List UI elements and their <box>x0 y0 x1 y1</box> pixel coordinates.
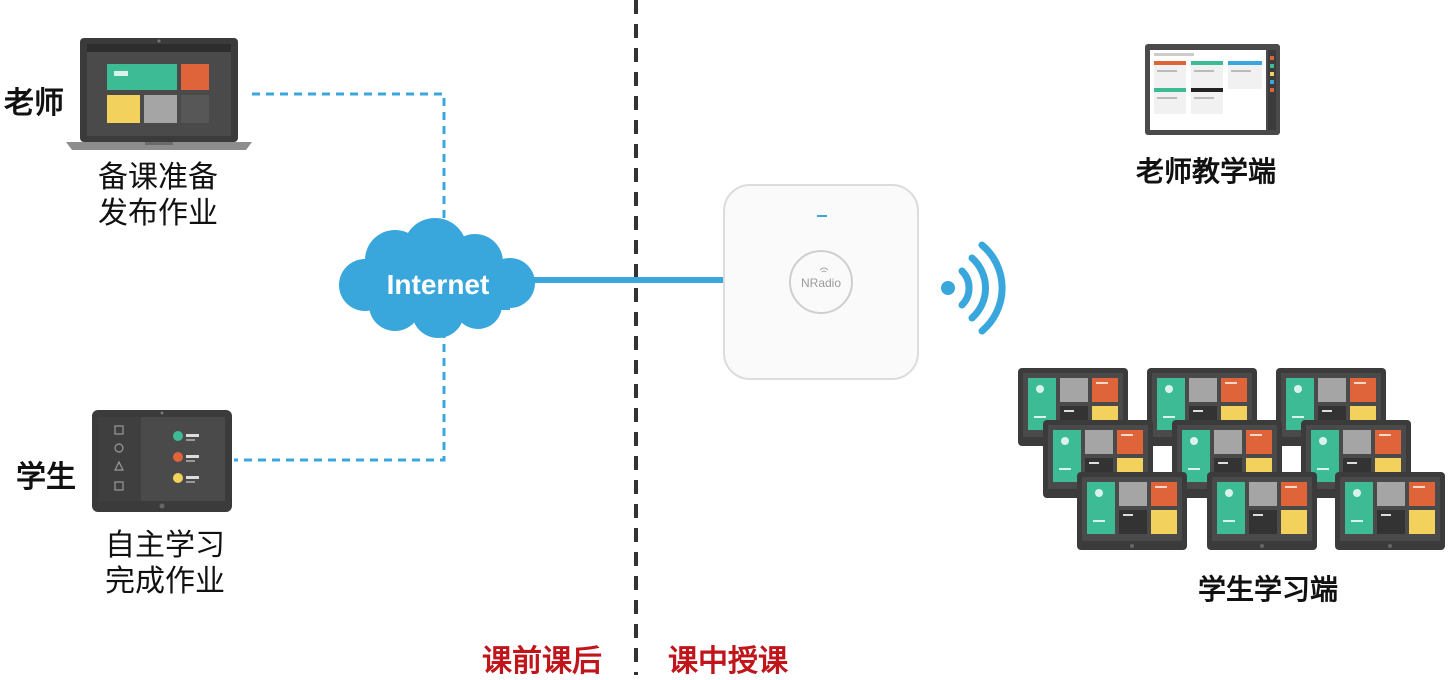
teacher-caption: 备课准备 发布作业 <box>88 160 228 232</box>
teacher-caption-line2: 发布作业 <box>98 196 218 231</box>
phase-during: 课中授课 <box>668 644 788 679</box>
tablet-icon <box>1207 472 1317 550</box>
cloud-label: Internet <box>387 269 490 300</box>
student-connector <box>234 330 446 462</box>
student-end-label: 学生学习端 <box>1198 573 1339 606</box>
student-caption: 自主学习 完成作业 <box>95 528 235 600</box>
teacher-caption-line1: 备课准备 <box>98 160 218 195</box>
student-caption-line2: 完成作业 <box>105 564 225 599</box>
student-tablets <box>1018 368 1445 550</box>
teacher-role-label: 老师 <box>4 86 64 121</box>
tablet-icon <box>1335 472 1445 550</box>
teacher-end-label: 老师教学端 <box>1136 155 1277 188</box>
student-caption-line1: 自主学习 <box>105 528 225 563</box>
wireless-router-icon <box>723 184 919 380</box>
phase-before-after: 课前课后 <box>482 644 602 679</box>
laptop-icon <box>66 38 252 150</box>
tablet-icon <box>92 410 232 512</box>
student-role-label: 学生 <box>16 460 76 495</box>
wifi-signal-icon <box>941 241 1006 335</box>
teacher-connector <box>252 92 446 240</box>
teacher-display-icon <box>1145 44 1280 135</box>
cloud-icon <box>339 218 535 338</box>
tablet-icon <box>1077 472 1187 550</box>
router-brand: NRadio <box>801 276 841 290</box>
